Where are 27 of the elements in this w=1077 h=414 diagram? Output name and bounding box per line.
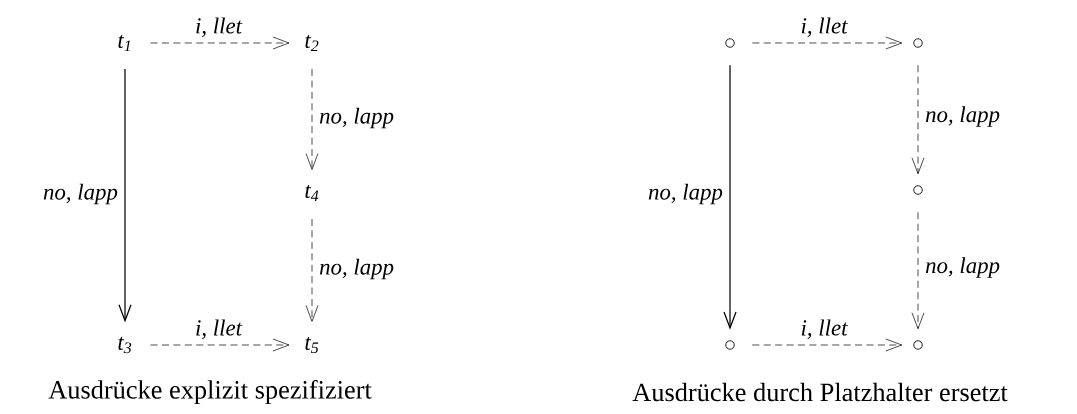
edge-label: i, llet xyxy=(801,319,848,339)
arrow xyxy=(150,36,290,50)
caption: Ausdrücke durch Platzhalter ersetzt xyxy=(632,382,1008,402)
arrow xyxy=(751,36,903,50)
caption: Ausdrücke explizit spezifiziert xyxy=(48,379,372,405)
edge-label: no, lapp xyxy=(648,183,723,205)
edge-label: no, lapp xyxy=(43,183,118,205)
term-label: t$_{2}$ xyxy=(305,34,319,52)
edge-label: i, llet xyxy=(196,17,243,37)
edge-label: i, llet xyxy=(196,319,243,339)
term-label: t$_{4}$ xyxy=(305,184,319,202)
arrow xyxy=(911,211,925,330)
edge-label: no, lapp xyxy=(925,106,1000,127)
edge-label: no, lapp xyxy=(319,107,394,129)
arrow xyxy=(305,218,319,322)
arrow xyxy=(118,68,132,323)
term-label: t$_{1}$ xyxy=(118,34,131,52)
term-label: t$_{3}$ xyxy=(118,336,132,354)
arrow xyxy=(723,64,737,330)
edge-label: no, lapp xyxy=(319,258,394,280)
arrow xyxy=(911,64,925,175)
term-label: t$_{5}$ xyxy=(305,336,319,354)
arrow xyxy=(751,338,903,352)
arrow xyxy=(305,68,319,170)
edge-label: i, llet xyxy=(801,17,848,37)
arrow xyxy=(150,338,290,352)
edge-label: no, lapp xyxy=(925,257,1000,278)
